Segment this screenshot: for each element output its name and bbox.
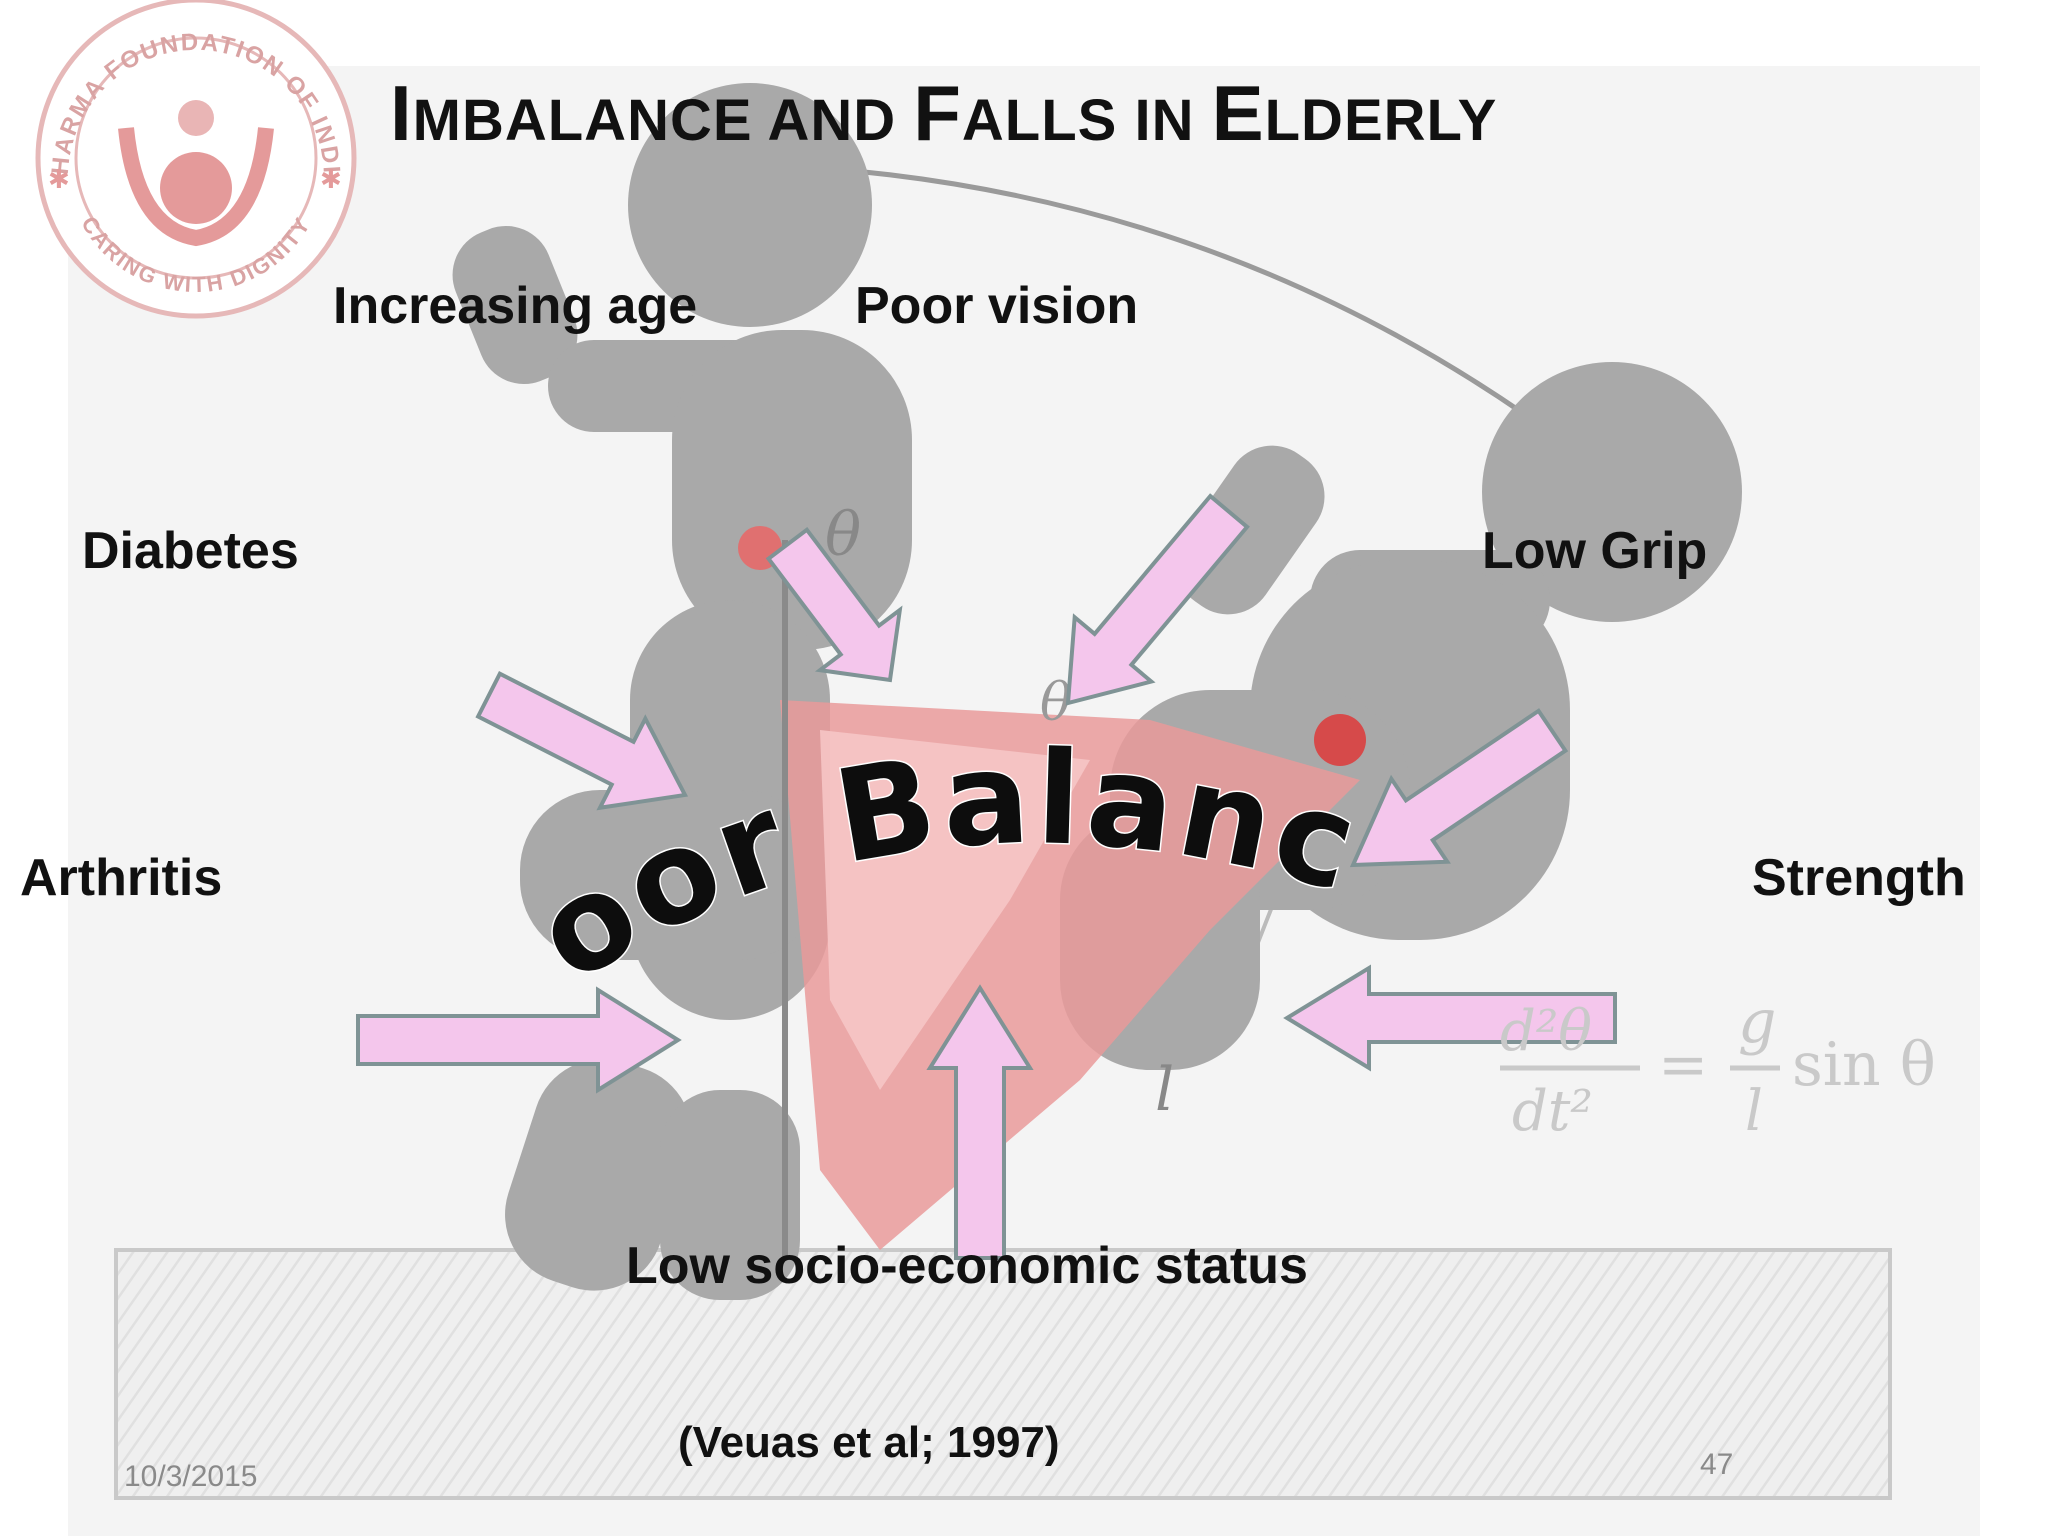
theta-label: θ <box>825 500 861 570</box>
title-rest-2: ALLS IN <box>961 88 1212 153</box>
slide-date: 10/3/2015 <box>124 1460 258 1493</box>
factor-arthritis: Arthritis <box>20 849 223 907</box>
arrow-strength <box>1283 964 1617 1072</box>
factor-arrows <box>356 493 1617 1260</box>
factor-strength: Strength <box>1752 849 1966 907</box>
arrow-increasing-age <box>765 526 903 683</box>
slide-page-number: 47 <box>1700 1448 1734 1481</box>
factor-socio-economic: Low socio-economic status <box>626 1237 1308 1295</box>
svg-text:dt²: dt² <box>1512 1079 1593 1144</box>
factor-increasing-age: Increasing age <box>333 277 698 335</box>
foundation-logo: DHARMA FOUNDATION OF INDIA CARING WITH D… <box>35 0 357 319</box>
length-label: l <box>1155 1055 1174 1125</box>
arrow-socio-economic <box>926 984 1034 1260</box>
title-cap-3: E <box>1211 69 1265 157</box>
svg-text:✱: ✱ <box>48 164 70 194</box>
standing-figure <box>452 83 912 1300</box>
arrow-diabetes <box>475 671 689 811</box>
svg-text:=: = <box>1658 1030 1708 1100</box>
light-wedge <box>820 730 1090 1090</box>
red-dot <box>1314 714 1366 766</box>
svg-text:l: l <box>1745 1079 1763 1144</box>
swing-arc <box>819 165 1592 464</box>
title-cap-2: F <box>913 69 962 157</box>
floor-box <box>114 1248 1892 1500</box>
title-cap-1: I <box>390 69 413 157</box>
factor-diabetes: Diabetes <box>82 522 299 580</box>
factor-low-grip: Low Grip <box>1482 522 1708 580</box>
arrow-arthritis <box>356 986 682 1094</box>
svg-text:sin θ: sin θ <box>1792 1030 1936 1100</box>
svg-text:g: g <box>1738 987 1776 1057</box>
title-rest-1: MBALANCE AND <box>412 88 914 153</box>
factor-poor-vision: Poor vision <box>855 277 1139 335</box>
arrow-low-grip <box>1349 708 1569 868</box>
pendulum-formula: d²θ dt² = g l sin θ <box>1500 987 1936 1144</box>
slide-title: IMBALANCE AND FALLS IN ELDERLY <box>390 68 1497 159</box>
citation: (Veuas et al; 1997) <box>678 1418 1060 1467</box>
title-rest-3: LDERLY <box>1264 88 1498 153</box>
svg-text:d²θ: d²θ <box>1500 999 1592 1064</box>
arrow-poor-vision <box>1065 493 1250 706</box>
svg-text:✱: ✱ <box>320 164 342 194</box>
